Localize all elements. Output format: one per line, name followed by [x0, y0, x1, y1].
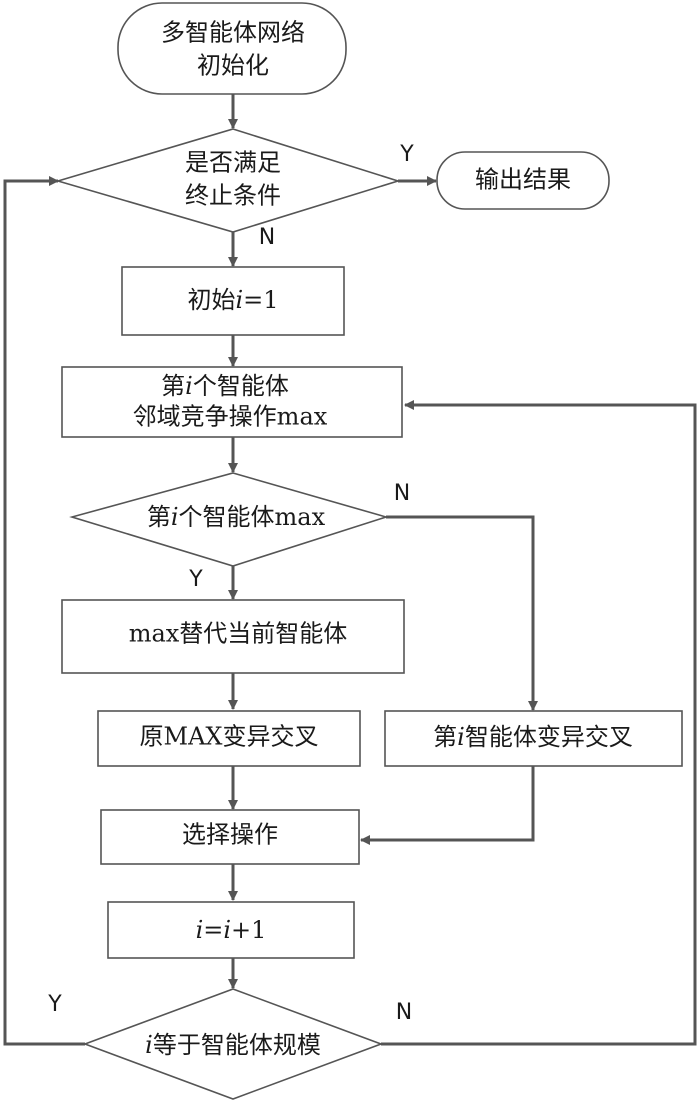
- check-stop-label-line1: 是否满足: [185, 149, 281, 177]
- edge-label-size-yes: Y: [47, 992, 62, 1017]
- node-check-size: i等于智能体规模: [82, 988, 384, 1100]
- node-check-max: 第i个智能体max: [69, 472, 389, 567]
- edge-agent-mut-to-select: [360, 766, 535, 845]
- edge-check-size-yes-loop: [3, 176, 85, 1046]
- edge-label-stop-yes: Y: [399, 142, 414, 167]
- node-neighbor: 第i个智能体 邻域竞争操作max: [61, 366, 403, 438]
- node-orig-mut: 原MAX变异交叉: [97, 710, 361, 767]
- orig-mut-label: 原MAX变异交叉: [140, 723, 319, 751]
- output-label: 输出结果: [475, 166, 571, 194]
- increment-label: i=i+1: [196, 916, 267, 944]
- edge-check-max-no-to-agent-mut: [386, 515, 538, 711]
- edge-label-size-no: N: [396, 1000, 412, 1025]
- start-label-line1: 多智能体网络: [161, 19, 305, 47]
- edge-label-max-yes: Y: [188, 567, 203, 592]
- node-select: 选择操作: [100, 809, 360, 865]
- node-check-stop: 是否满足 终止条件: [55, 128, 401, 233]
- node-agent-mut: 第i智能体变异交叉: [384, 710, 683, 767]
- edge-label-stop-no: N: [259, 225, 275, 250]
- neighbor-label-line1: 第i个智能体: [161, 372, 289, 400]
- node-init-i: 初始i=1: [121, 266, 345, 336]
- select-label: 选择操作: [182, 821, 278, 849]
- neighbor-label-line2: 邻域竞争操作max: [133, 403, 328, 431]
- check-max-label: 第i个智能体max: [147, 503, 326, 531]
- agent-mut-label: 第i智能体变异交叉: [433, 723, 633, 751]
- check-stop-label-line2: 终止条件: [185, 182, 281, 210]
- check-size-label: i等于智能体规模: [145, 1031, 321, 1059]
- node-replace: max替代当前智能体: [61, 599, 405, 674]
- node-increment: i=i+1: [107, 901, 355, 959]
- init-i-label: 初始i=1: [187, 286, 278, 314]
- node-output: 输出结果: [436, 151, 610, 210]
- edge-check-size-no-loop: [381, 400, 697, 1046]
- node-start: 多智能体网络 初始化: [117, 2, 347, 95]
- edge-label-max-no: N: [394, 481, 410, 506]
- start-label-line2: 初始化: [197, 52, 269, 80]
- replace-label: max替代当前智能体: [129, 620, 348, 648]
